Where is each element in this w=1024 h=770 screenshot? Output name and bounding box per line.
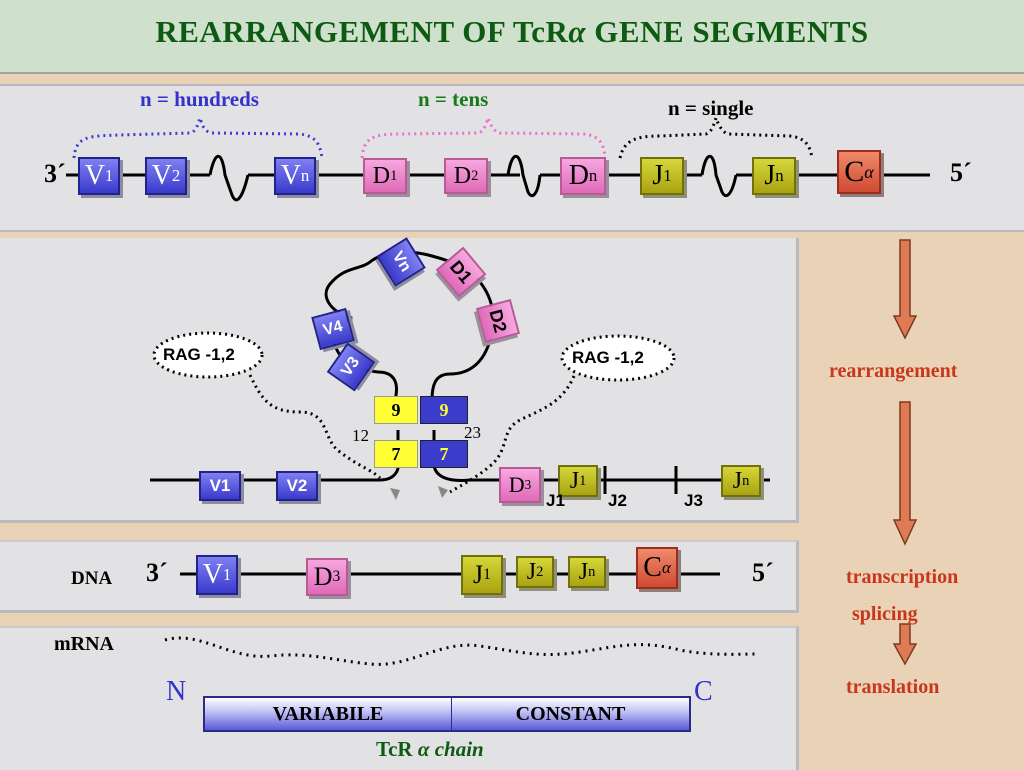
lower-v2: V2	[276, 471, 318, 501]
rag-label-left: RAG -1,2	[163, 345, 235, 364]
brace-j	[618, 113, 814, 159]
page-title: REARRANGEMENT OF TcRα GENE SEGMENTS	[0, 14, 1024, 50]
dna-end-5: 5´	[752, 558, 774, 587]
c-terminus-label: C	[694, 676, 713, 707]
lower-v1: V1	[199, 471, 241, 501]
lower-j1-small: J1	[546, 491, 565, 510]
cleavage-arrow-left	[390, 488, 400, 500]
mrna-label: mRNA	[54, 633, 114, 655]
rss-9-23: 9	[420, 396, 468, 424]
title-prefix: REARRANGEMENT OF TcR	[155, 14, 569, 49]
n-single-label: n = single	[668, 96, 754, 120]
n-tens-label: n = tens	[418, 87, 489, 111]
lower-j3-small: J3	[684, 491, 703, 510]
end-5-label: 5´	[950, 158, 972, 187]
end-3-label: 3´	[44, 159, 66, 188]
rss-7-12: 7	[374, 440, 418, 468]
germline-dna-line	[66, 154, 930, 202]
brace-d	[360, 113, 607, 159]
dna-label: DNA	[71, 568, 113, 589]
rag-label-right: RAG -1,2	[572, 348, 644, 367]
rag-bubble-left	[152, 331, 264, 379]
rearrangement-panel	[0, 238, 799, 523]
step-arrows	[892, 239, 918, 666]
cleavage-arrow-right	[438, 486, 448, 498]
rag-path-right	[449, 375, 576, 494]
brace-v	[72, 113, 324, 159]
n-terminus-label: N	[166, 676, 187, 707]
step-translation: translation	[846, 676, 940, 698]
n-hundreds-label: n = hundreds	[140, 87, 259, 111]
rss-7-23: 7	[420, 440, 468, 468]
title-alpha: α	[568, 14, 587, 49]
step-rearrangement: rearrangement	[829, 360, 958, 382]
spacer-23-label: 23	[464, 423, 481, 442]
rss-9-12: 9	[374, 396, 418, 424]
title-bar: REARRANGEMENT OF TcRα GENE SEGMENTS	[0, 0, 1024, 74]
chain-label: TcR α chain	[376, 737, 484, 761]
variable-region: VARIABILE	[205, 698, 452, 730]
step-transcription: transcription	[846, 566, 959, 588]
mrna-strand	[164, 636, 756, 666]
constant-region: CONSTANT	[515, 702, 626, 725]
title-suffix: GENE SEGMENTS	[586, 14, 869, 49]
rag-bubble-right	[560, 334, 676, 382]
lower-j2-small: J2	[608, 491, 627, 510]
dna-end-3: 3´	[146, 558, 168, 587]
spacer-12-label: 12	[352, 426, 369, 445]
step-splicing: splicing	[852, 603, 918, 625]
protein-chain-bar: VARIABILE CONSTANT	[203, 696, 691, 732]
